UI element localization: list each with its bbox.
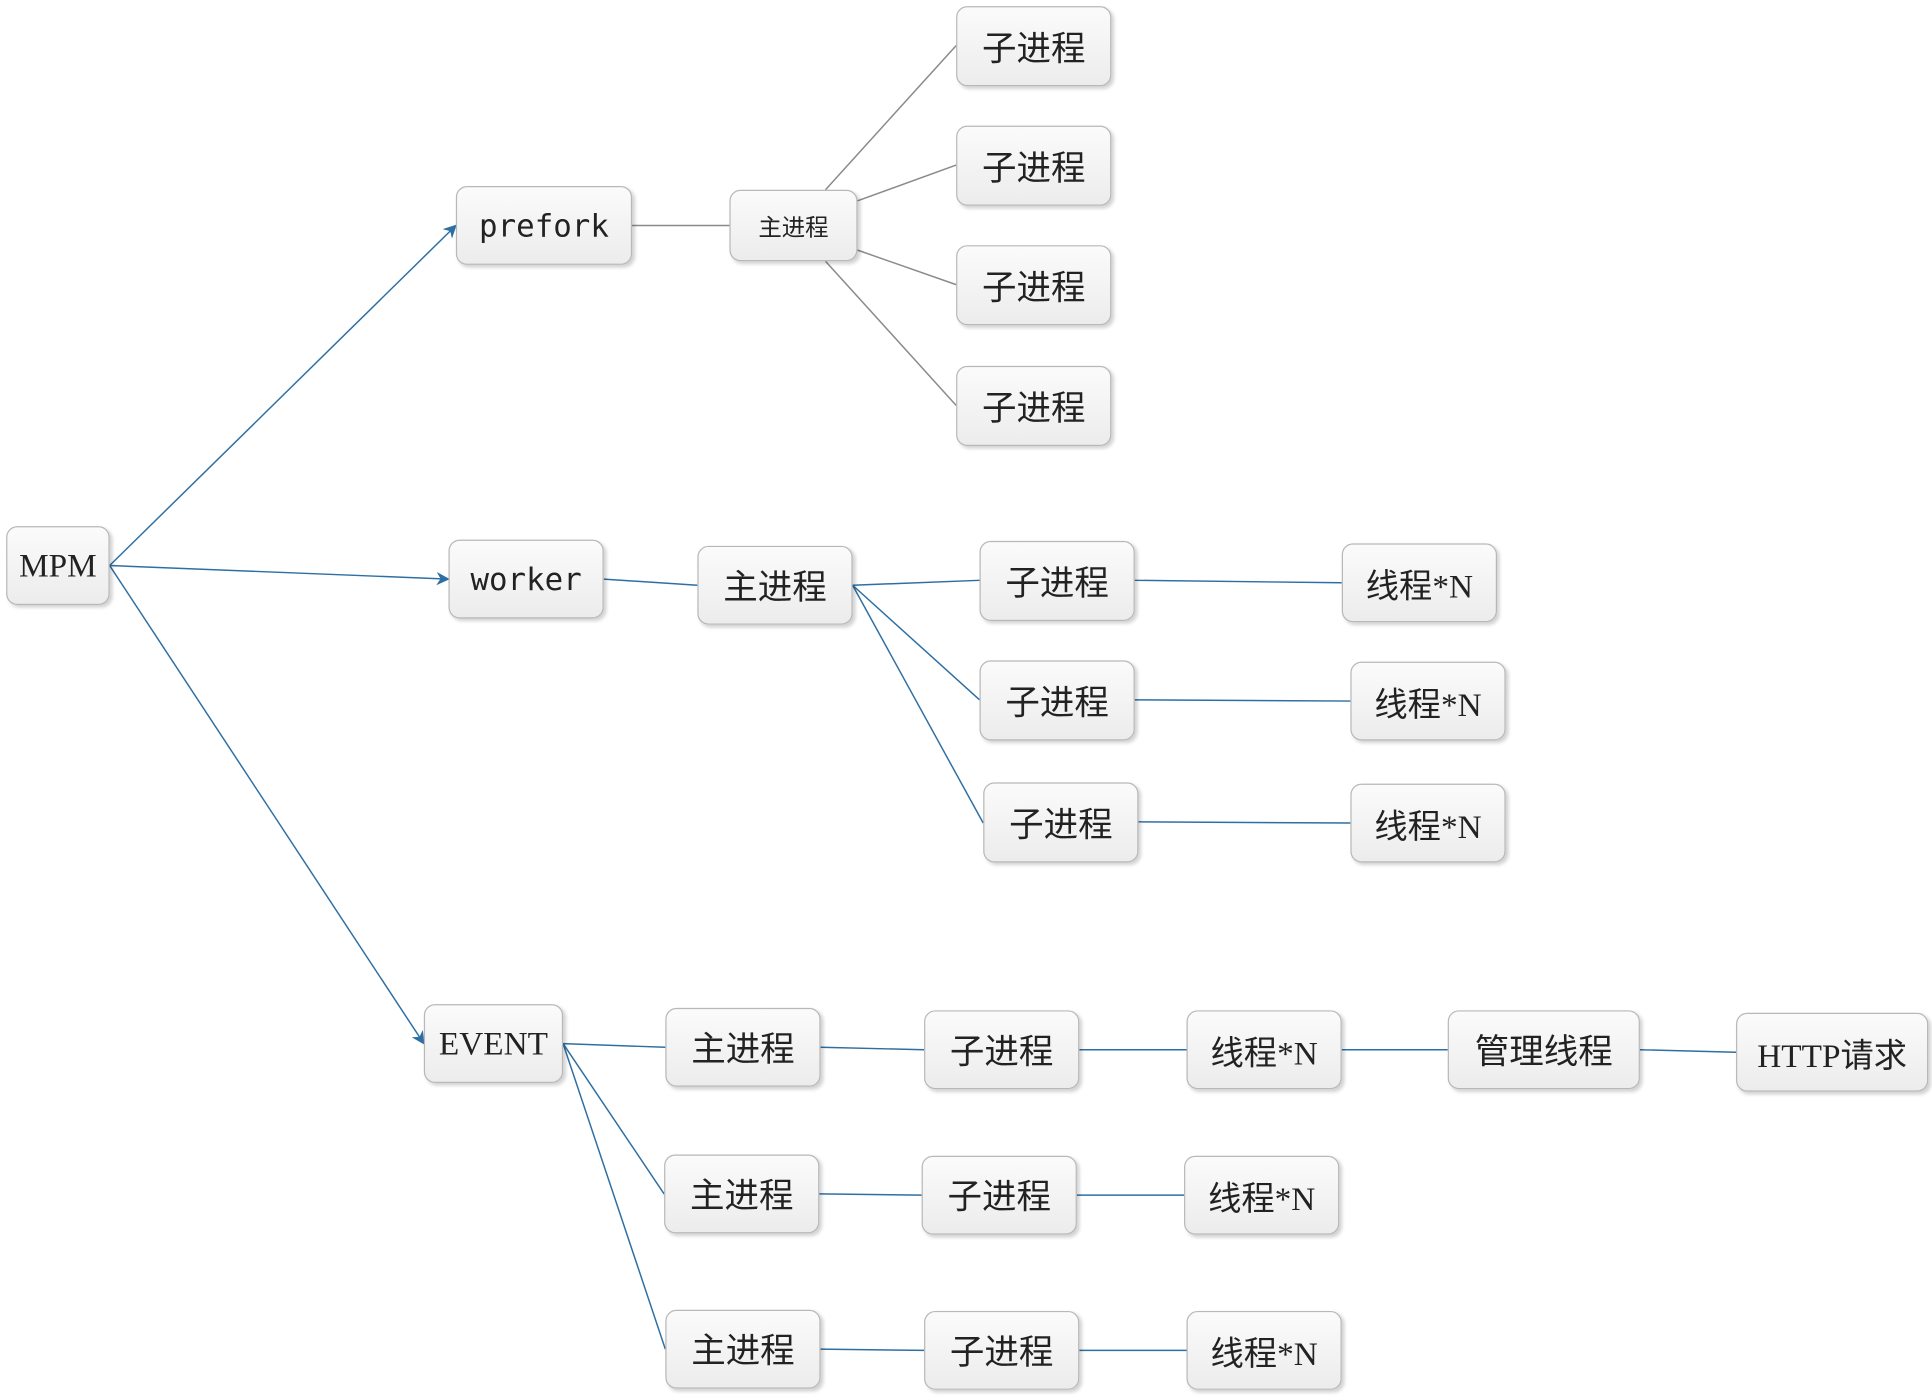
connector-line: [562, 1043, 665, 1195]
node-event-main-process: 主进程: [664, 1154, 820, 1234]
arrow-connector: [109, 564, 450, 586]
arrow-connector: [109, 565, 425, 1045]
connector-line: [857, 164, 957, 202]
connector-line: [1639, 1049, 1737, 1053]
node-event-main-process: 主进程: [665, 1007, 821, 1087]
node-prefork-child-process: 子进程: [956, 125, 1112, 206]
node-worker-threads: 线程*N: [1341, 543, 1498, 623]
node-worker-main-process: 主进程: [697, 545, 853, 625]
connector-line: [1134, 699, 1351, 702]
node-prefork-child-process: 子进程: [956, 365, 1112, 447]
connector-line: [852, 579, 980, 586]
node-event-threads: 线程*N: [1184, 1155, 1340, 1235]
connector-line: [562, 1043, 667, 1350]
connector-line: [857, 249, 957, 286]
arrow-connector: [109, 224, 457, 567]
connector-line: [852, 584, 981, 701]
node-event-threads: 线程*N: [1186, 1010, 1342, 1090]
node-worker-child-process: 子进程: [979, 660, 1135, 741]
connector-line: [824, 45, 957, 191]
node-event-child-process: 子进程: [924, 1310, 1080, 1390]
connector-line: [603, 578, 698, 586]
node-prefork-main-process: 主进程: [729, 189, 858, 262]
connector-line: [563, 1042, 666, 1049]
node-prefork-child-process: 子进程: [956, 6, 1112, 87]
node-worker: worker: [448, 539, 604, 619]
connector-line: [1138, 821, 1351, 824]
node-prefork-child-process: 子进程: [956, 245, 1112, 326]
node-mpm: MPM: [6, 526, 110, 605]
node-prefork: prefork: [455, 186, 633, 265]
node-event-main-process: 主进程: [665, 1309, 821, 1389]
connector-line: [819, 1193, 922, 1196]
node-event: EVENT: [423, 1004, 564, 1084]
node-event-threads: 线程*N: [1186, 1310, 1342, 1390]
node-event-http-request: HTTP请求: [1736, 1012, 1929, 1092]
connector-line: [820, 1348, 925, 1352]
connector-line: [1134, 579, 1342, 584]
connector-line: [851, 584, 984, 824]
node-event-child-process: 子进程: [921, 1155, 1077, 1235]
node-worker-threads: 线程*N: [1350, 661, 1506, 741]
connector-line: [824, 260, 957, 406]
node-worker-threads: 线程*N: [1350, 783, 1506, 863]
node-event-manager-thread: 管理线程: [1447, 1010, 1640, 1090]
node-event-child-process: 子进程: [924, 1010, 1080, 1090]
node-worker-child-process: 子进程: [979, 540, 1135, 621]
node-worker-child-process: 子进程: [983, 782, 1139, 863]
connector-line: [820, 1046, 925, 1051]
